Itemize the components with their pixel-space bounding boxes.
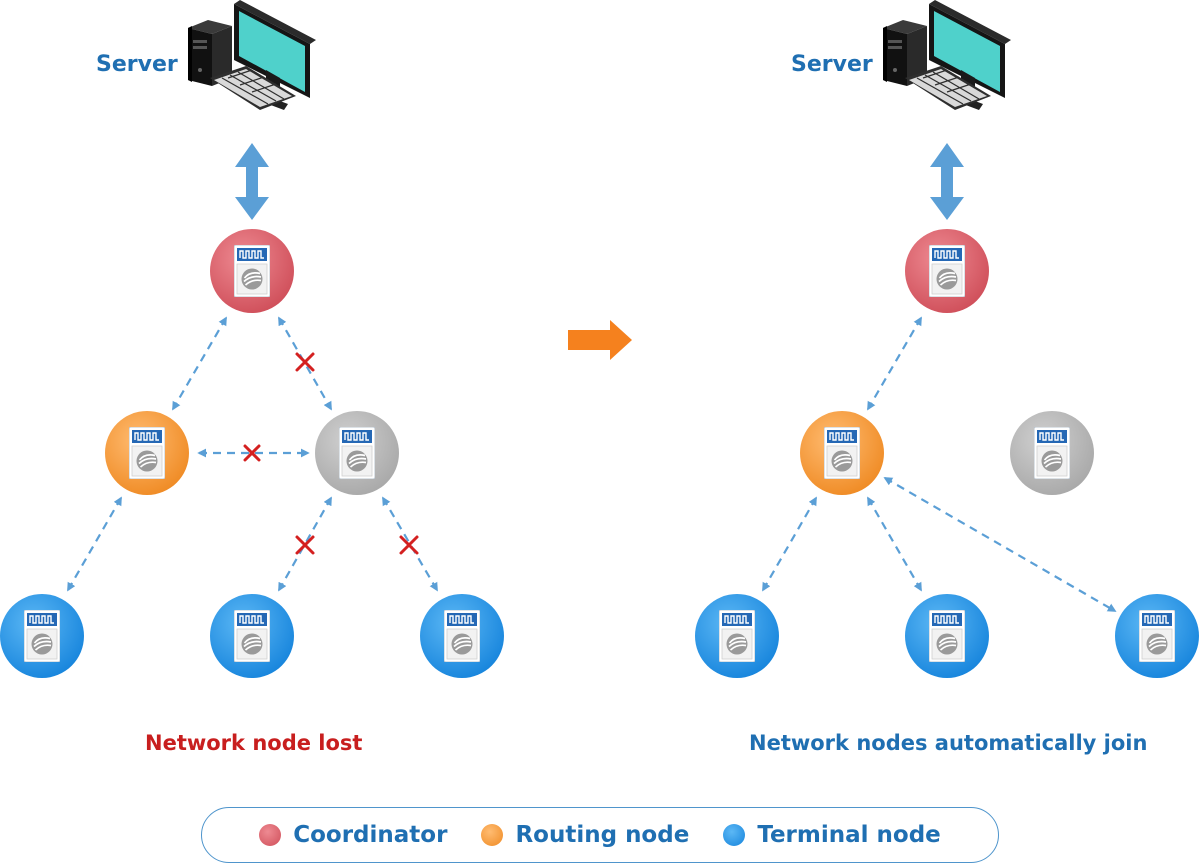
coordinator-dot-icon <box>259 824 282 846</box>
server-label: Server <box>96 52 178 77</box>
terminal-dot-icon <box>723 824 746 846</box>
right-links <box>762 316 1117 612</box>
legend-item-terminal: Terminal node <box>723 822 941 848</box>
terminal-node <box>1115 594 1199 678</box>
legend-label: Coordinator <box>293 822 448 848</box>
module-icon <box>929 610 965 662</box>
caption-nodes-join: Network nodes automatically join <box>749 731 1148 755</box>
caption-node-lost: Network node lost <box>145 731 363 755</box>
server-label: Server <box>791 52 873 77</box>
link-routing-terminal <box>67 496 122 592</box>
left-links <box>67 316 438 592</box>
cut-mark-icon <box>295 535 315 555</box>
cut-mark-icon <box>399 535 419 555</box>
module-icon <box>234 610 270 662</box>
link-routing-terminal-left <box>762 496 817 592</box>
server-computer-icon <box>188 0 317 111</box>
legend-item-routing: Routing node <box>481 822 689 848</box>
cut-mark-icon <box>295 352 315 372</box>
server-link-arrow <box>235 143 269 220</box>
module-icon <box>1139 610 1175 662</box>
terminal-node <box>0 594 84 678</box>
link-coordinator-lost <box>278 316 332 411</box>
legend-item-coordinator: Coordinator <box>259 822 447 848</box>
link-lost-terminal-center <box>278 496 332 592</box>
routing-node <box>800 411 884 495</box>
cut-mark-icon <box>243 444 261 462</box>
module-icon <box>234 245 270 297</box>
module-icon <box>24 610 60 662</box>
legend-label: Terminal node <box>757 822 941 848</box>
terminal-node <box>210 594 294 678</box>
link-lost-terminal-right <box>382 496 438 592</box>
terminal-node <box>905 594 989 678</box>
module-icon <box>929 245 965 297</box>
terminal-node <box>695 594 779 678</box>
left-cut-marks <box>243 352 419 555</box>
right-panel <box>695 0 1199 678</box>
lost-node <box>315 411 399 495</box>
link-coordinator-routing <box>172 316 227 411</box>
terminal-node <box>420 594 504 678</box>
coordinator-node <box>905 229 989 313</box>
legend-label: Routing node <box>515 822 690 848</box>
coordinator-node <box>210 229 294 313</box>
link-coordinator-routing <box>867 316 922 411</box>
module-icon <box>824 427 860 479</box>
transition-arrow-icon <box>568 320 632 360</box>
server-link-arrow <box>930 143 964 220</box>
left-panel <box>0 0 504 678</box>
link-routing-terminal-center <box>867 496 922 592</box>
link-routing-terminal-right <box>883 477 1117 612</box>
routing-dot-icon <box>481 824 504 846</box>
module-icon <box>444 610 480 662</box>
module-icon <box>129 427 165 479</box>
module-icon <box>339 427 375 479</box>
lost-node <box>1010 411 1094 495</box>
routing-node <box>105 411 189 495</box>
module-icon <box>1034 427 1070 479</box>
server-computer-icon <box>883 0 1012 111</box>
legend: Coordinator Routing node Terminal node <box>201 807 999 863</box>
module-icon <box>719 610 755 662</box>
